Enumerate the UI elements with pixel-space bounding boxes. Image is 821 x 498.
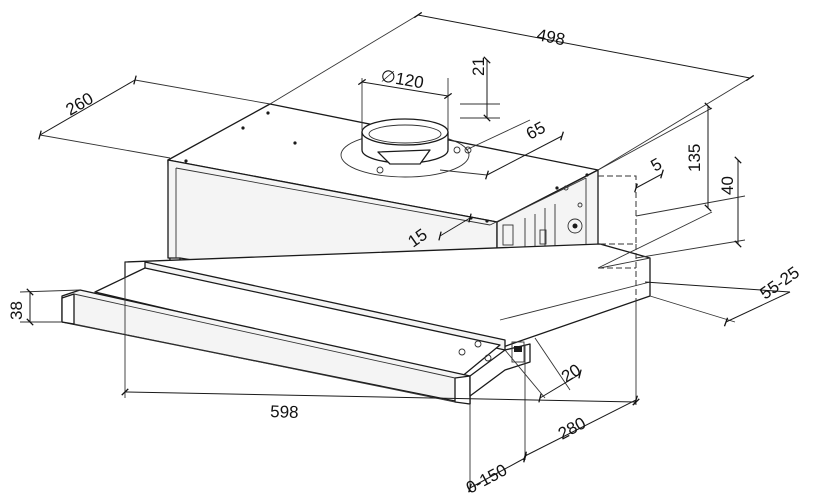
label-duct-diameter: ∅120: [379, 66, 425, 92]
label-side-gap: 5: [648, 154, 666, 175]
dim-line-15: [438, 213, 472, 241]
label-collar-height: 21: [469, 57, 488, 76]
label-depth-top: 260: [63, 89, 97, 120]
drawer-front-end: [454, 375, 471, 405]
duct-opening: [361, 118, 449, 146]
end-panel-knob: [567, 218, 583, 234]
label-front-depth: 20: [558, 360, 584, 386]
dim-line-260: [38, 75, 137, 140]
label-width-top: 498: [535, 25, 566, 49]
dim-line-498: [413, 11, 755, 82]
dim-line-0-150: [468, 453, 527, 493]
dim-line-55-25-a: [644, 281, 791, 293]
dimension-lines: [26, 11, 791, 493]
extension-lines: [19, 14, 751, 492]
drawer-front-face: [61, 293, 75, 325]
telescopic-drawer: [61, 261, 531, 405]
dim-line-20: [538, 369, 582, 403]
label-depth-bottom: 280: [555, 413, 589, 443]
dim-line-5: [634, 169, 664, 193]
dim-line-65: [485, 131, 564, 180]
label-lower-height: 40: [718, 176, 737, 195]
dim-line-55-25-b: [723, 291, 791, 327]
dim-line-598: [121, 388, 640, 406]
label-front-height: 38: [7, 301, 26, 320]
label-width-front: 598: [270, 402, 299, 422]
switch-block: [511, 341, 525, 363]
duct-collar: [340, 118, 472, 178]
label-height-total: 135: [685, 144, 704, 172]
dim-line-280: [522, 395, 639, 461]
dim-line-120: [357, 78, 453, 100]
